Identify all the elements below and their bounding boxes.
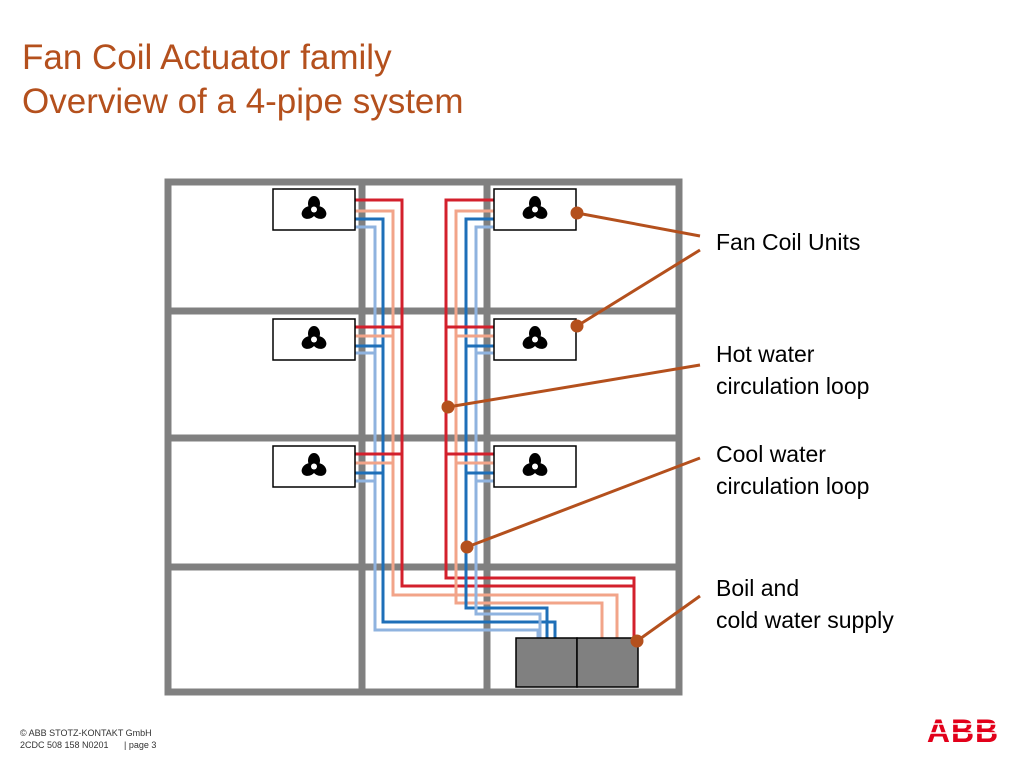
leader-dot — [460, 540, 474, 554]
fan-icon — [301, 453, 327, 476]
fan-icon — [301, 196, 327, 219]
fan-coil-unit — [493, 445, 577, 488]
right-riser — [444, 198, 636, 638]
abb-logo: ABB — [926, 715, 1000, 745]
label-cool-water: Cool water — [716, 441, 826, 467]
fan-coil-unit — [272, 445, 356, 488]
footer: © ABB STOTZ-KONTAKT GmbH 2CDC 508 158 N0… — [20, 727, 156, 751]
slide-title-block: Fan Coil Actuator family Overview of a 4… — [22, 36, 464, 124]
leader-dot — [441, 400, 455, 414]
fan-icon — [301, 326, 327, 349]
leader-dot — [630, 634, 644, 648]
left-riser — [355, 198, 636, 638]
fan-coil-unit — [272, 318, 356, 361]
leader-lines — [441, 206, 701, 648]
label-fan-coil-units: Fan Coil Units — [716, 229, 861, 255]
label-boil: Boil and — [716, 575, 800, 601]
fan-coil-unit — [272, 188, 356, 231]
boiler-unit — [515, 637, 578, 688]
cold-supply-pipe — [355, 217, 557, 638]
page-number: | page 3 — [124, 740, 157, 750]
label-cool-circulation: circulation loop — [716, 473, 870, 499]
fan-icon — [522, 326, 548, 349]
floor-branches — [355, 325, 494, 483]
supply-units — [515, 637, 639, 688]
fan-coil-unit — [493, 318, 577, 361]
hot-supply-pipe — [444, 198, 636, 638]
leader-dot — [570, 206, 584, 220]
cold-return-pipe — [474, 225, 542, 638]
label-hot-circulation: circulation loop — [716, 373, 870, 399]
doc-id: 2CDC 508 158 N0201 — [20, 740, 109, 750]
copyright: © ABB STOTZ-KONTAKT GmbH — [20, 728, 152, 738]
cold-return-pipe — [355, 225, 540, 638]
chiller-unit — [576, 637, 639, 688]
fan-coil-unit — [493, 188, 577, 231]
slide-title: Fan Coil Actuator family — [22, 38, 392, 77]
cold-supply-pipe — [464, 217, 549, 638]
fan-icon — [522, 453, 548, 476]
leader-dot — [570, 319, 584, 333]
label-cold-supply: cold water supply — [716, 607, 894, 633]
label-hot-water: Hot water — [716, 341, 815, 367]
hot-return-pipe — [454, 209, 604, 638]
logo-text: ABB — [927, 715, 999, 745]
slide-subtitle: Overview of a 4-pipe system — [22, 82, 464, 121]
fan-icon — [522, 196, 548, 219]
hot-return-pipe — [355, 209, 619, 638]
hot-supply-pipe — [355, 198, 636, 638]
